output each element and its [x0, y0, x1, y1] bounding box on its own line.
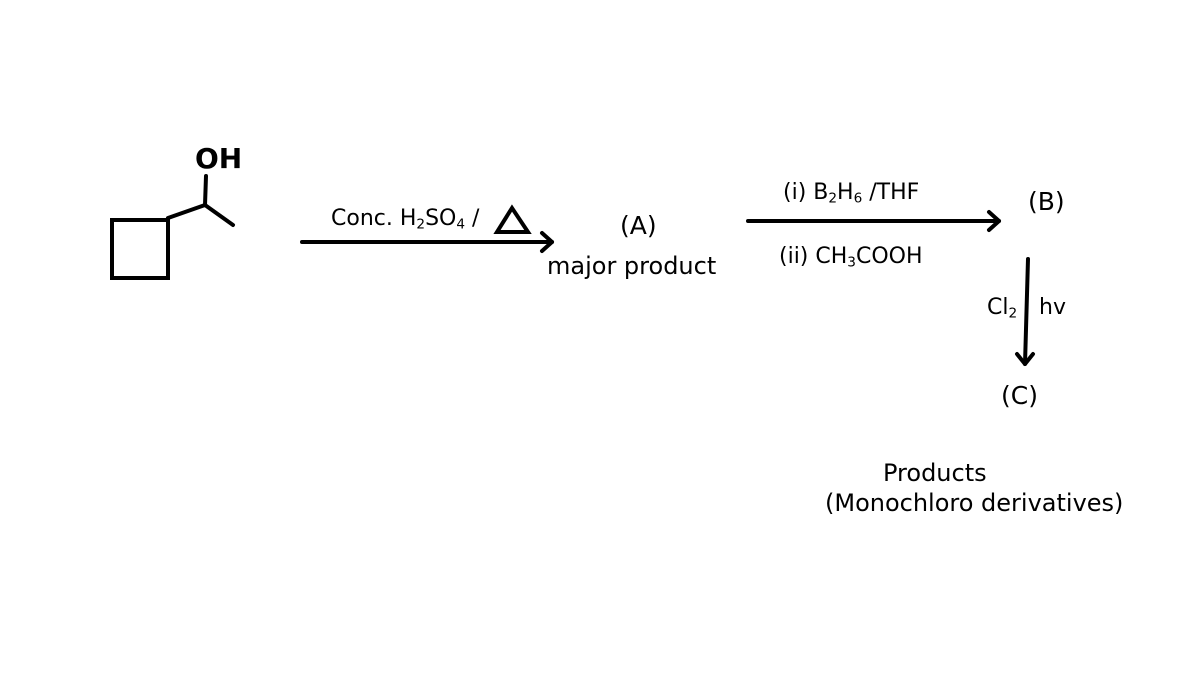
reagent-text: (ii) CH — [779, 244, 848, 269]
product-a-label: (A) — [620, 211, 657, 240]
products-heading: Products — [883, 459, 987, 487]
reagent-text: COOH — [855, 244, 923, 269]
arrow-step2 — [746, 210, 1001, 232]
product-b-label: (B) — [1028, 187, 1065, 216]
ring-bond — [166, 203, 207, 220]
subscript: 3 — [847, 254, 856, 271]
subscript: 6 — [853, 190, 863, 207]
product-c-label: (C) — [1001, 381, 1038, 410]
reagent-text: (i) B — [783, 180, 829, 205]
step3-reagent: Cl2 — [987, 295, 1018, 322]
step2-reagent-1: (i) B2H6 /THF — [783, 180, 920, 207]
reagent-text: Conc. H — [331, 206, 417, 231]
reagent-text: H — [837, 180, 854, 205]
oh-bond — [203, 174, 208, 207]
arrow-step1 — [300, 231, 554, 253]
step2-reagent-2: (ii) CH3COOH — [779, 244, 923, 271]
cyclobutane-ring — [110, 218, 170, 280]
hydroxyl-label: OH — [195, 142, 243, 175]
product-a-note: major product — [547, 252, 717, 280]
reagent-text: SO — [425, 206, 457, 231]
step3-condition: hv — [1039, 295, 1066, 320]
subscript: 2 — [828, 190, 838, 207]
reagent-text: /THF — [862, 180, 920, 205]
subscript: 2 — [1008, 305, 1018, 322]
subscript: 2 — [416, 216, 426, 233]
subscript: 4 — [456, 216, 466, 233]
methyl-bond — [203, 203, 235, 227]
heat-triangle-icon — [493, 204, 532, 234]
reagent-text: Cl — [987, 295, 1009, 320]
step1-reagent: Conc. H2SO4 / — [331, 206, 480, 233]
products-description: (Monochloro derivatives) — [825, 489, 1124, 517]
reagent-text: / — [465, 206, 480, 231]
arrow-step3 — [1015, 257, 1035, 366]
